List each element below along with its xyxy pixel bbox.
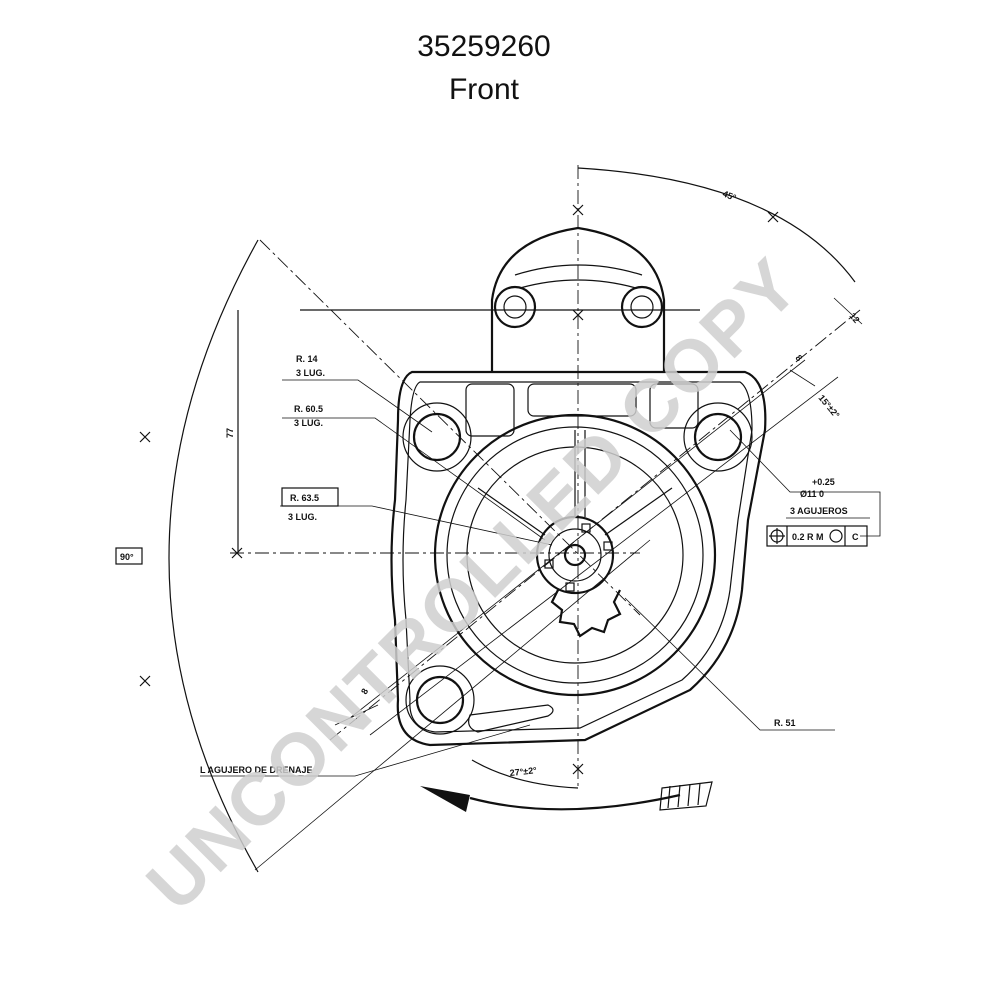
fletching-line-2 bbox=[677, 784, 681, 808]
label-dim-8-top: 8 bbox=[793, 353, 804, 363]
diagonal-centerline-upper-left bbox=[259, 239, 641, 616]
label-angle-27: 27°±2° bbox=[509, 765, 537, 778]
mounting-lug-upper-right bbox=[683, 402, 753, 472]
diagonal-centerline-lower-left bbox=[329, 309, 861, 741]
pocket-1 bbox=[465, 383, 515, 437]
fcf-box bbox=[766, 525, 868, 547]
label-r63: R. 63.5 bbox=[290, 493, 319, 503]
mounting-lug-lower-left bbox=[405, 665, 475, 735]
diagonal-offset-line-1 bbox=[349, 359, 806, 719]
tick-2 bbox=[572, 309, 584, 321]
inner-flange-outline bbox=[402, 381, 753, 733]
boss-hole-right-inner bbox=[630, 295, 654, 319]
pinion-gear bbox=[550, 589, 622, 638]
rib-left bbox=[477, 487, 546, 536]
label-r60: R. 60.5 bbox=[294, 404, 323, 414]
r63-box bbox=[281, 487, 339, 507]
label-r14: R. 14 bbox=[296, 354, 318, 364]
boss-hole-left bbox=[493, 285, 537, 329]
hub-key-4 bbox=[565, 582, 575, 592]
label-r60-lug: 3 LUG. bbox=[294, 418, 323, 428]
shaft bbox=[563, 543, 587, 567]
feature-control-frame: 0.2 R M C bbox=[766, 525, 868, 547]
boss-hole-right bbox=[620, 285, 664, 329]
rotation-arrow-icon bbox=[420, 786, 470, 812]
tick-marks bbox=[139, 204, 779, 775]
rotation-arc bbox=[469, 793, 681, 811]
fcf-datum: C bbox=[852, 532, 859, 542]
leader-drain bbox=[200, 724, 531, 777]
angle-90-box bbox=[115, 547, 143, 565]
tick-7 bbox=[767, 211, 779, 223]
pocket-3 bbox=[649, 383, 699, 429]
arc-90 bbox=[168, 239, 259, 873]
view-title: Front bbox=[449, 73, 520, 106]
diagonal-offset-line-2 bbox=[369, 376, 839, 736]
boss-hole-left-inner bbox=[503, 295, 527, 319]
housing-outline bbox=[390, 226, 767, 747]
outer-bore bbox=[433, 413, 717, 697]
fletching-line-4 bbox=[697, 782, 701, 806]
dim-8-top-line bbox=[789, 369, 816, 387]
centerlines bbox=[230, 165, 861, 871]
bores bbox=[433, 413, 717, 697]
rib-right bbox=[604, 487, 673, 536]
tick-4 bbox=[231, 547, 243, 559]
label-angle-15: 15°±2° bbox=[816, 393, 841, 421]
arc-27 bbox=[471, 759, 579, 789]
fcf-value: 0.2 R M bbox=[792, 532, 824, 542]
rotation-fletching-icon bbox=[659, 781, 713, 811]
mounting-hole-upper-left bbox=[412, 412, 462, 462]
tick-1 bbox=[572, 204, 584, 216]
modifier-circle-icon bbox=[829, 529, 843, 543]
tick-5 bbox=[139, 431, 151, 443]
leader-r60 bbox=[282, 417, 546, 541]
hub-key-1 bbox=[581, 523, 591, 533]
mounting-hole-upper-right bbox=[693, 412, 743, 462]
label-angle-45: 45° bbox=[721, 189, 738, 204]
drain-slot bbox=[468, 704, 554, 733]
boss-arch-inner bbox=[519, 279, 637, 289]
label-r63-lug: 3 LUG. bbox=[288, 512, 317, 522]
arc-45 bbox=[577, 167, 856, 283]
mounting-lug-upper-left bbox=[402, 402, 472, 472]
leader-r14 bbox=[282, 379, 433, 433]
label-angle-90: 90° bbox=[120, 552, 134, 562]
label-holes: 3 AGUJEROS bbox=[790, 506, 848, 516]
leader-r51 bbox=[624, 597, 835, 731]
part-number-title: 35259260 bbox=[417, 30, 550, 63]
label-hole-diameter: Ø11 0 bbox=[800, 489, 824, 499]
label-drain-hole: L AGUJERO DE DRENAJE bbox=[200, 765, 313, 775]
main-flange-outline bbox=[390, 370, 767, 747]
hub-inner bbox=[548, 528, 602, 582]
mounting-hole-lower-left bbox=[415, 675, 465, 725]
fletching-line-3 bbox=[687, 783, 691, 807]
top-boss-outline bbox=[490, 226, 666, 372]
dim-8-bottom-line bbox=[334, 704, 379, 726]
dimension-arcs bbox=[168, 167, 856, 873]
boss-arch-top bbox=[514, 264, 643, 276]
dim-12-line bbox=[833, 297, 863, 325]
label-r14-lug: 3 LUG. bbox=[296, 368, 325, 378]
leader-hole bbox=[729, 429, 881, 537]
tick-6 bbox=[139, 675, 151, 687]
outer-bore-inner bbox=[446, 426, 704, 684]
label-dim-8-bottom: 8 bbox=[359, 687, 370, 696]
label-r51: R. 51 bbox=[774, 718, 796, 728]
hub-key-3 bbox=[544, 559, 554, 569]
label-tol-plus: +0.25 bbox=[812, 477, 835, 487]
tick-3 bbox=[572, 763, 584, 775]
label-dim-12: 12 bbox=[847, 311, 861, 325]
fletching-line-1 bbox=[667, 785, 671, 809]
hub-key-2 bbox=[603, 541, 613, 551]
label-dim-77: 77 bbox=[225, 428, 235, 438]
diagonal-offset-line-3 bbox=[254, 539, 651, 871]
